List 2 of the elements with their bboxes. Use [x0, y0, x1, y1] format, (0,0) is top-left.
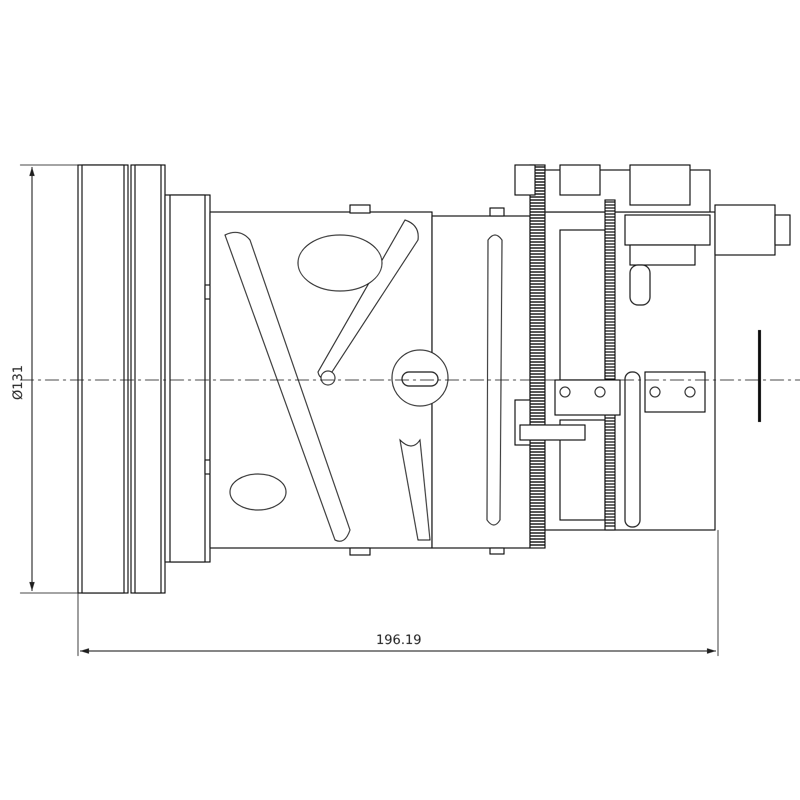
diameter-dimension: Ø131 — [12, 364, 25, 400]
length-dimension: 196.19 — [376, 634, 422, 647]
